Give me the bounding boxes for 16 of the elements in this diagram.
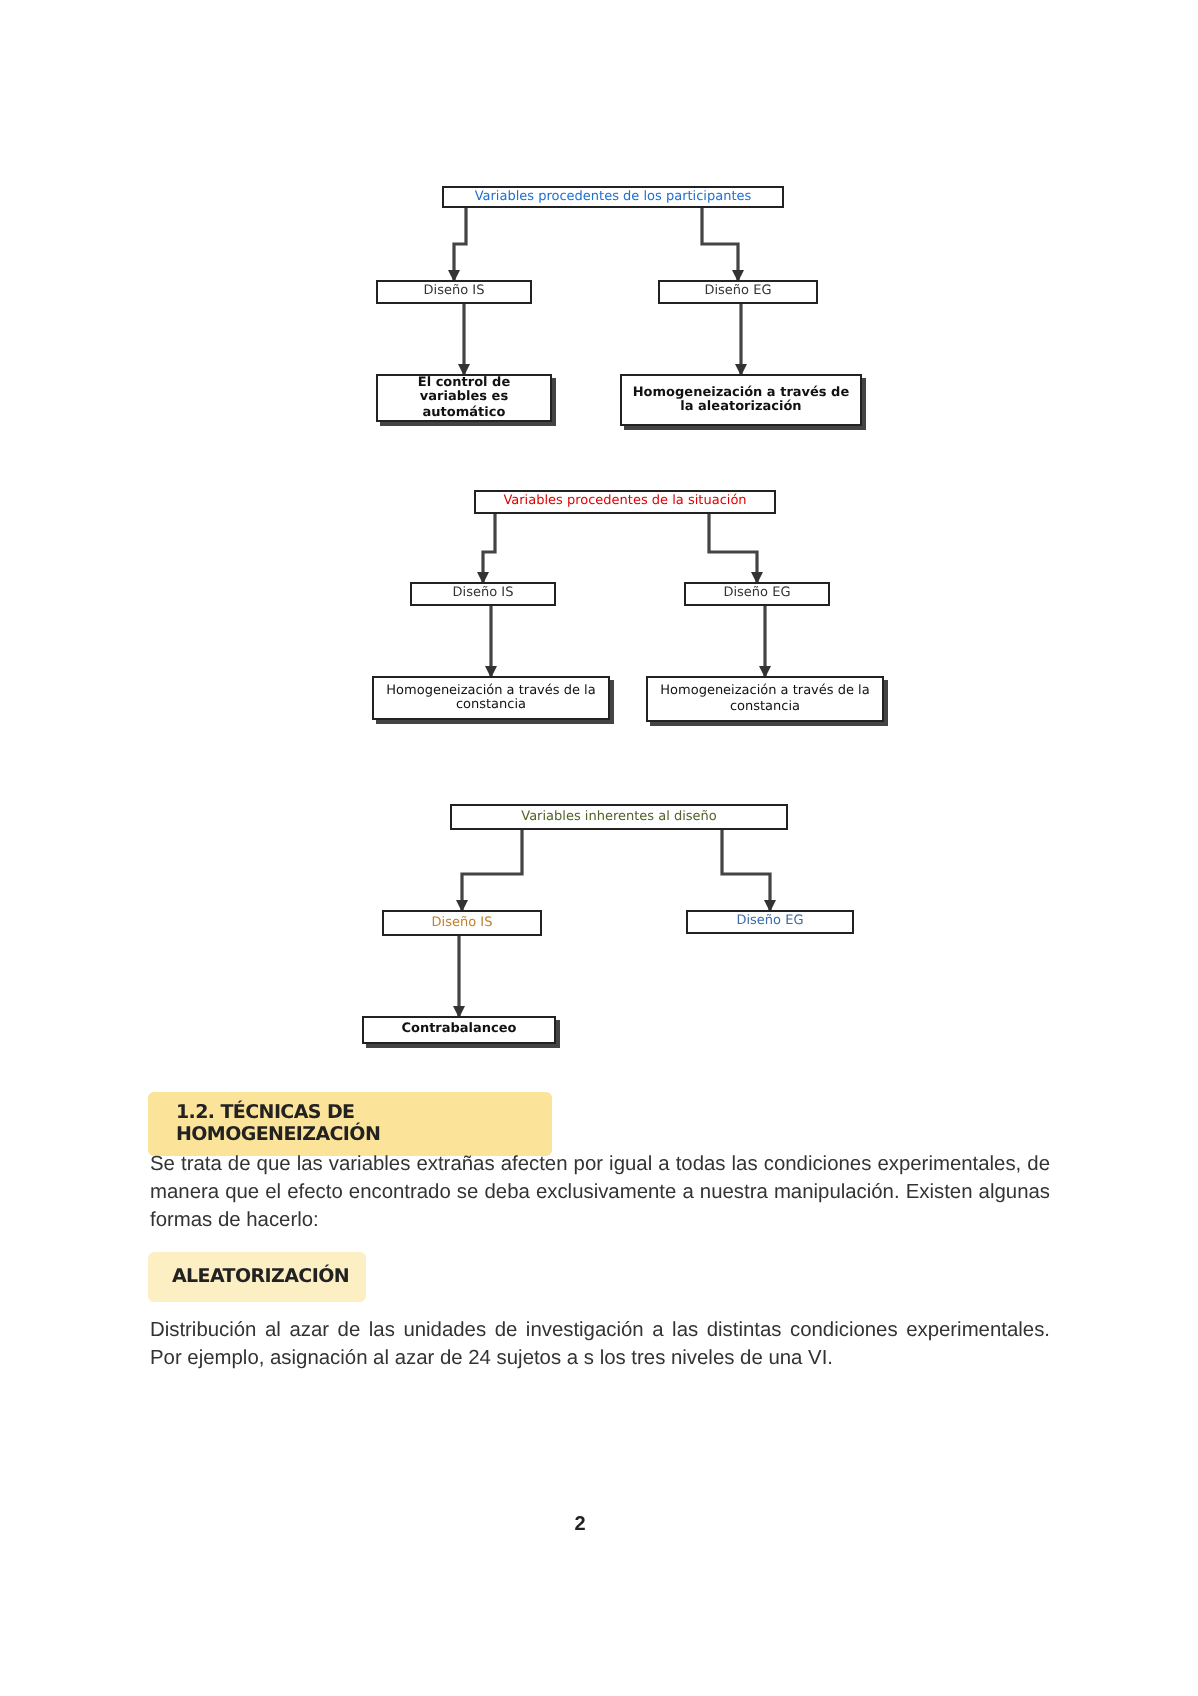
- arrow: [485, 606, 497, 678]
- arrow: [759, 606, 771, 678]
- paragraph: Distribución al azar de las unidades de investigación a las distintas condiciones experimentales. Por ejemplo, asignación al azar de 24 sujetos a s los tres niveles de una VI.: [150, 1318, 1050, 1374]
- arrow: [448, 208, 468, 282]
- arrow: [700, 208, 744, 282]
- section-heading: 1.2. TÉCNICAS DE HOMOGENEIZACIÓN: [148, 1092, 552, 1156]
- page-number: 2: [572, 1514, 588, 1536]
- arrow: [707, 514, 763, 584]
- paragraph: Se trata de que las variables extrañas afecten por igual a todas las condiciones experimentales, de manera que el efecto encontrado se deba exclusivamente a nuestra manipulación. Existen algunas formas de hacerlo:: [150, 1152, 1050, 1236]
- arrow: [735, 304, 747, 376]
- arrow: [720, 830, 776, 912]
- arrow: [458, 304, 470, 376]
- arrow: [477, 514, 497, 584]
- arrow: [453, 936, 465, 1018]
- arrow: [456, 830, 524, 912]
- section-heading: ALEATORIZACIÓN: [148, 1252, 366, 1302]
